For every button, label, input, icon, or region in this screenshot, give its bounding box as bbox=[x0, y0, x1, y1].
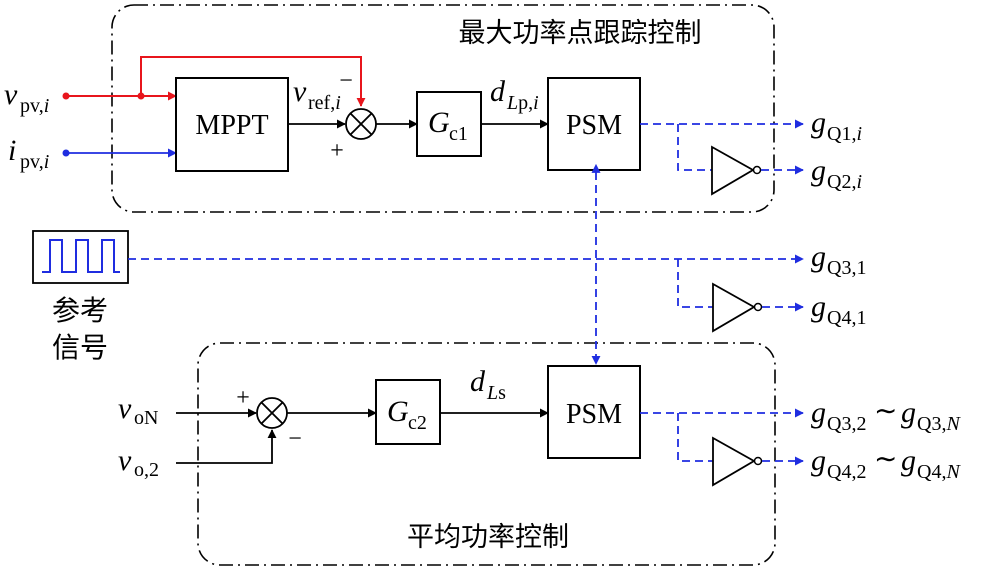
summing-junction-1 bbox=[345, 108, 377, 140]
svg-text:G: G bbox=[428, 106, 450, 139]
inverter-middle-icon bbox=[712, 282, 763, 333]
svg-text:Q3,1: Q3,1 bbox=[827, 257, 866, 279]
mppt-region-title: 最大功率点跟踪控制 bbox=[459, 18, 702, 49]
svg-text:pv,i: pv,i bbox=[20, 95, 49, 117]
svg-text:g: g bbox=[811, 396, 826, 429]
svg-text:d: d bbox=[470, 365, 486, 398]
reference-label-line2: 信号 bbox=[52, 331, 108, 364]
svg-text:g: g bbox=[811, 444, 826, 477]
mppt-block bbox=[175, 77, 289, 172]
svg-text:Q1,i: Q1,i bbox=[827, 123, 862, 145]
svg-text:Q3,N: Q3,N bbox=[917, 413, 961, 435]
gc2-block bbox=[375, 379, 441, 445]
gq3n-output-label: g Q3,2 ∼ g Q3,N bbox=[811, 396, 961, 435]
svg-text:c1: c1 bbox=[449, 123, 468, 145]
svg-text:g: g bbox=[811, 106, 826, 139]
gc2-block-label: G c2 bbox=[387, 395, 427, 434]
sum2-plus-sign: + bbox=[236, 385, 250, 411]
gq41-output-label: g Q4,1 bbox=[811, 290, 866, 329]
svg-text:v: v bbox=[118, 444, 132, 477]
gq2-output-label: g Q2,i bbox=[811, 154, 862, 193]
svg-text:Ls: Ls bbox=[486, 382, 506, 404]
svg-text:Q3,2: Q3,2 bbox=[827, 413, 866, 435]
svg-text:v: v bbox=[293, 75, 307, 108]
gq1-output-label: g Q1,i bbox=[811, 106, 862, 145]
svg-text:c2: c2 bbox=[408, 412, 427, 434]
svg-text:Q4,1: Q4,1 bbox=[827, 307, 866, 329]
svg-text:v: v bbox=[118, 392, 132, 425]
psm-bottom-block bbox=[547, 365, 641, 459]
sum1-plus-sign: + bbox=[330, 138, 344, 164]
mppt-control-region bbox=[111, 4, 775, 213]
reference-signal-icon bbox=[32, 230, 129, 284]
vpv-input-label: v pv,i bbox=[4, 78, 49, 117]
average-region-title: 平均功率控制 bbox=[407, 522, 569, 553]
svg-text:g: g bbox=[811, 240, 826, 273]
ipv-input-label: i pv,i bbox=[8, 134, 49, 173]
svg-text:g: g bbox=[811, 290, 826, 323]
svg-text:g: g bbox=[901, 444, 916, 477]
gq4n-branch-line bbox=[677, 413, 713, 462]
svg-text:g: g bbox=[811, 154, 826, 187]
svg-text:Lp,i: Lp,i bbox=[506, 92, 539, 114]
svg-text:Q2,i: Q2,i bbox=[827, 171, 862, 193]
svg-text:G: G bbox=[387, 395, 409, 428]
gq31-output-label: g Q3,1 bbox=[811, 240, 866, 279]
summing-junction-2 bbox=[256, 397, 288, 429]
gc1-block-label: G c1 bbox=[428, 106, 468, 145]
svg-text:v: v bbox=[4, 78, 18, 111]
svg-text:g: g bbox=[901, 396, 916, 429]
reference-label-line1: 参考 bbox=[52, 294, 108, 327]
psm-top-label: PSM bbox=[566, 110, 622, 141]
svg-text:o,2: o,2 bbox=[134, 459, 159, 481]
psm-bottom-label: PSM bbox=[566, 399, 622, 430]
vref-label: v ref,i bbox=[293, 75, 341, 114]
inverter-top-icon bbox=[711, 145, 762, 196]
svg-text:Q4,N: Q4,N bbox=[917, 461, 961, 483]
psm-top-block bbox=[547, 77, 641, 171]
mppt-block-label: MPPT bbox=[195, 110, 268, 141]
sum1-minus-sign: − bbox=[339, 68, 353, 94]
dls-label: d Ls bbox=[470, 365, 506, 404]
svg-text:Q4,2: Q4,2 bbox=[827, 461, 866, 483]
von-input-label: v oN bbox=[118, 392, 158, 429]
sum2-minus-sign: − bbox=[288, 426, 302, 452]
gq2-branch-line bbox=[677, 124, 712, 171]
average-power-control-region bbox=[197, 342, 776, 566]
gq4n-output-label: g Q4,2 ∼ g Q4,N bbox=[811, 444, 961, 483]
vo2-input-label: v o,2 bbox=[118, 444, 159, 481]
svg-text:pv,i: pv,i bbox=[20, 151, 49, 173]
vpv-feedforward-line bbox=[140, 56, 366, 107]
gq41-branch-line bbox=[677, 259, 713, 308]
vo2-signal-line bbox=[176, 429, 277, 464]
dlp-label: d Lp,i bbox=[490, 75, 539, 114]
svg-text:i: i bbox=[8, 134, 16, 167]
svg-text:d: d bbox=[490, 75, 506, 108]
inverter-bottom-icon bbox=[712, 436, 763, 487]
svg-text:oN: oN bbox=[134, 407, 158, 429]
svg-text:∼: ∼ bbox=[874, 444, 897, 475]
svg-text:ref,i: ref,i bbox=[308, 92, 341, 114]
svg-text:∼: ∼ bbox=[874, 396, 897, 427]
